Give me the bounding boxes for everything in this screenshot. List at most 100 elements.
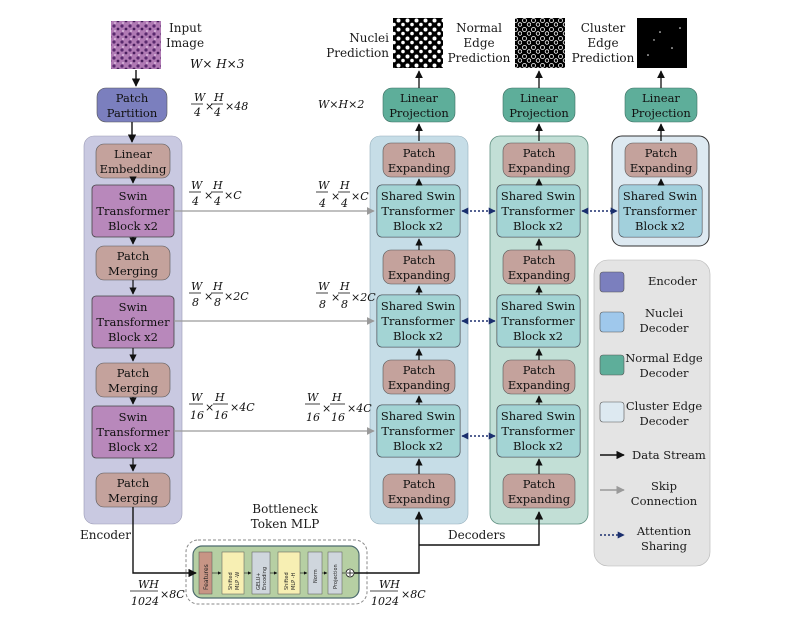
svg-text:W: W — [191, 179, 204, 192]
svg-text:W: W — [191, 280, 204, 293]
bottleneck-title: Bottleneck — [252, 502, 318, 516]
svg-text:×2C: ×2C — [351, 291, 376, 304]
svg-text:Encoder: Encoder — [648, 274, 697, 288]
linear-embedding-label: Linear — [114, 147, 152, 161]
encoder-dims-1: W 4 × H 4 ×C — [189, 179, 242, 208]
bottleneck-title-2: Token MLP — [251, 517, 320, 531]
svg-text:H: H — [213, 91, 224, 104]
svg-text:WH: WH — [379, 578, 400, 591]
svg-text:×4C: ×4C — [347, 402, 372, 415]
patch-partition-dims: W 4 × H 4 ×48 — [191, 91, 248, 119]
svg-text:×8C: ×8C — [160, 588, 185, 601]
normal-edge-prediction-label: Normal — [456, 21, 502, 35]
svg-text:4: 4 — [318, 197, 326, 210]
patch-partition-label-2: Partition — [107, 106, 158, 120]
svg-text:16: 16 — [331, 411, 345, 424]
nuclei-prediction-label-2: Prediction — [326, 46, 389, 60]
svg-text:8: 8 — [192, 296, 199, 309]
bottleneck-features-label: Features — [203, 564, 210, 590]
svg-text:×2C: ×2C — [224, 290, 249, 303]
svg-text:H: H — [214, 391, 225, 404]
svg-text:ShiftedMLP -H: ShiftedMLP -H — [284, 572, 297, 590]
svg-text:4: 4 — [213, 195, 221, 208]
svg-text:1024: 1024 — [371, 595, 399, 608]
svg-text:Norm: Norm — [313, 569, 319, 583]
bottleneck-outer — [185, 539, 368, 605]
svg-text:ShiftedMLP -W: ShiftedMLP -W — [228, 572, 241, 590]
svg-text:×: × — [204, 290, 213, 303]
decoders-label: Decoders — [448, 528, 505, 542]
legend-normal-edge-swatch — [599, 354, 625, 376]
svg-text:W: W — [318, 280, 331, 293]
patch-partition-label: Patch — [116, 91, 149, 105]
svg-text:W: W — [307, 391, 320, 404]
prediction-dims: W×H×2 — [318, 98, 364, 111]
svg-text:8: 8 — [319, 298, 326, 311]
cluster-edge-prediction-image — [637, 18, 687, 68]
svg-text:H: H — [339, 280, 350, 293]
svg-text:H: H — [339, 179, 350, 192]
svg-text:W: W — [318, 179, 331, 192]
svg-text:8: 8 — [214, 296, 221, 309]
nuclei-prediction-label: Nuclei — [349, 31, 389, 45]
svg-text:1024: 1024 — [131, 595, 159, 608]
legend-encoder-swatch — [599, 271, 625, 293]
svg-text:×8C: ×8C — [401, 588, 426, 601]
decoder-dims-2: W 8 × H 8 ×2C — [316, 280, 376, 311]
svg-text:H: H — [331, 391, 342, 404]
svg-text:8: 8 — [341, 298, 348, 311]
svg-text:×: × — [205, 401, 214, 414]
svg-text:16: 16 — [306, 411, 320, 424]
svg-text:4: 4 — [191, 195, 199, 208]
svg-text:16: 16 — [214, 409, 228, 422]
svg-text:H: H — [212, 280, 223, 293]
input-label: Input — [169, 21, 202, 35]
decoder-dims-1: W 4 × H 4 ×C — [316, 179, 369, 210]
cluster-edge-dots — [647, 27, 681, 56]
legend-nuclei-swatch — [599, 311, 625, 333]
decoder-dims-3: W 16 × H 16 ×4C — [305, 391, 372, 424]
svg-text:×C: ×C — [224, 189, 242, 202]
encoder-dims-2: W 8 × H 8 ×2C — [189, 280, 249, 309]
svg-text:4: 4 — [193, 106, 201, 119]
svg-text:×: × — [204, 189, 213, 202]
input-label-2: Image — [166, 36, 204, 50]
svg-text:×: × — [331, 291, 340, 304]
svg-text:×C: ×C — [351, 190, 369, 203]
svg-text:H: H — [212, 179, 223, 192]
svg-text:Data Stream: Data Stream — [632, 448, 706, 462]
svg-text:W: W — [194, 91, 207, 104]
svg-text:W: W — [191, 391, 204, 404]
input-dims: W× H×3 — [190, 57, 245, 71]
